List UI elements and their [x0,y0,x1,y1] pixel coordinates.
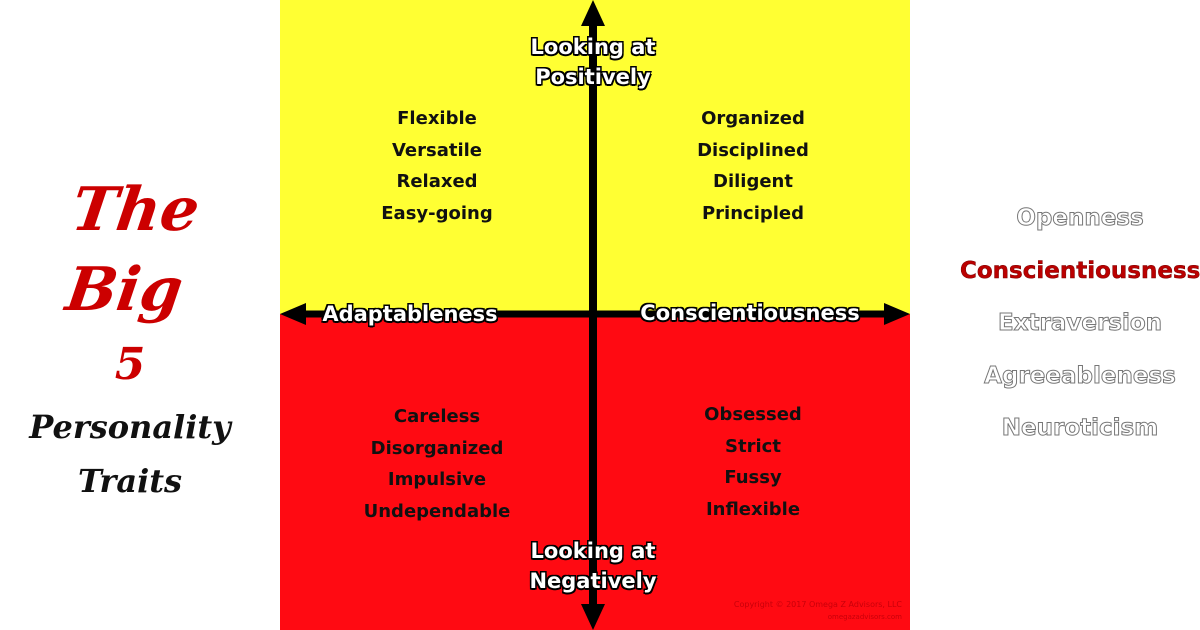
arrow-up-icon [581,0,605,26]
left-title: The Big 5 Personality Traits [0,170,260,508]
axes-arrows [280,0,910,630]
trait-openness: Openness [1016,205,1144,232]
axis-label-right: Conscientiousness [640,301,860,325]
axis-label-left: Adaptableness [322,302,498,326]
copyright: Copyright © 2017 Omega Z Advisors, LLC [733,600,902,609]
title-line-4: Traits [77,462,183,500]
arrow-down-icon [581,604,605,630]
title-line-1: The Big [61,175,204,325]
title-line-3: Personality [29,408,231,446]
arrow-right-icon [884,303,910,325]
title-line-2: 5 [114,339,146,390]
arrow-left-icon [280,303,306,325]
trait-conscientiousness: Conscientiousness [960,257,1200,284]
traits-list: Openness Conscientiousness Extraversion … [960,192,1200,455]
trait-agreeableness: Agreeableness [984,362,1177,389]
website: omegazadvisors.com [827,613,902,621]
trait-neuroticism: Neuroticism [1001,415,1159,442]
trait-extraversion: Extraversion [997,310,1163,337]
